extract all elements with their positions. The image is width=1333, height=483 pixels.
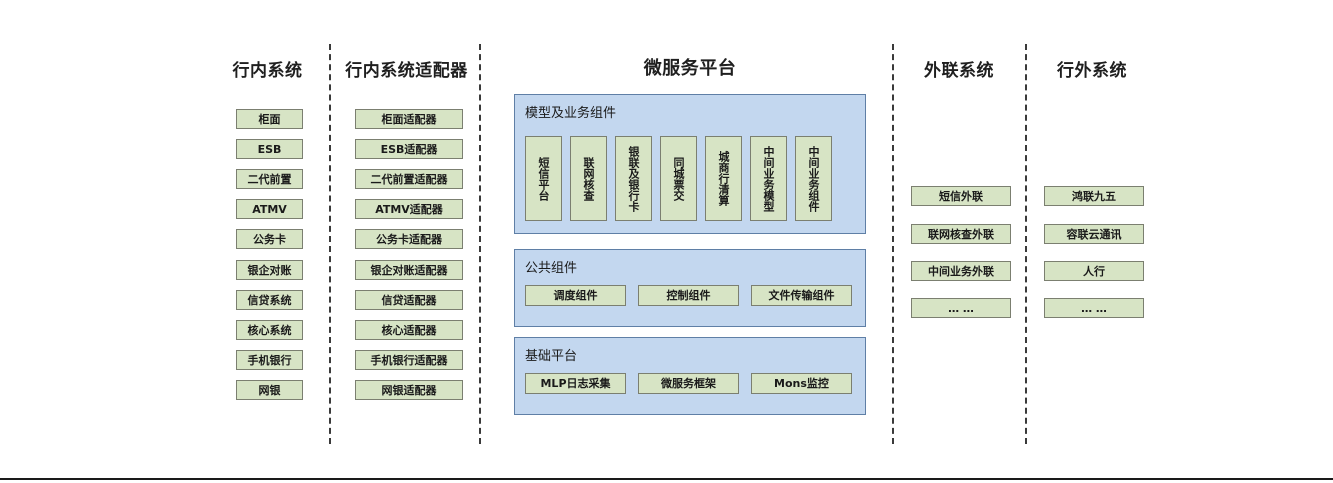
node-base-platform-component[interactable]: Mons监控: [751, 373, 852, 394]
column-title-outside-bank-systems: 行外系统: [1057, 61, 1127, 81]
node-inhouse-adapter[interactable]: 信贷适配器: [355, 290, 463, 310]
node-external-link-system[interactable]: 中间业务外联: [911, 261, 1011, 281]
divider-2: [479, 44, 481, 444]
node-inhouse-system[interactable]: 柜面: [236, 109, 303, 129]
node-outside-bank-system[interactable]: 鸿联九五: [1044, 186, 1144, 206]
node-external-link-system[interactable]: … …: [911, 298, 1011, 318]
node-inhouse-adapter[interactable]: 银企对账适配器: [355, 260, 463, 280]
node-inhouse-adapter[interactable]: 网银适配器: [355, 380, 463, 400]
node-model-business-component[interactable]: 银联及银行卡: [615, 136, 652, 221]
node-inhouse-adapter[interactable]: ATMV适配器: [355, 199, 463, 219]
node-inhouse-system[interactable]: ESB: [236, 139, 303, 159]
node-inhouse-system[interactable]: 二代前置: [236, 169, 303, 189]
node-inhouse-system[interactable]: 信贷系统: [236, 290, 303, 310]
node-inhouse-adapter[interactable]: 二代前置适配器: [355, 169, 463, 189]
node-outside-bank-system[interactable]: … …: [1044, 298, 1144, 318]
node-model-business-component[interactable]: 中间业务组件: [795, 136, 832, 221]
node-public-component[interactable]: 文件传输组件: [751, 285, 852, 306]
node-public-component[interactable]: 调度组件: [525, 285, 626, 306]
node-inhouse-system[interactable]: ATMV: [236, 199, 303, 219]
node-inhouse-adapter[interactable]: 柜面适配器: [355, 109, 463, 129]
node-model-business-component[interactable]: 中间业务模型: [750, 136, 787, 221]
bottom-rule: [0, 478, 1333, 480]
node-external-link-system[interactable]: 短信外联: [911, 186, 1011, 206]
divider-3: [892, 44, 894, 444]
divider-1: [329, 44, 331, 444]
column-title-inhouse-systems: 行内系统: [232, 61, 303, 81]
node-external-link-system[interactable]: 联网核查外联: [911, 224, 1011, 244]
node-inhouse-adapter[interactable]: 手机银行适配器: [355, 350, 463, 370]
node-model-business-component[interactable]: 短信平台: [525, 136, 562, 221]
node-inhouse-system[interactable]: 公务卡: [236, 229, 303, 249]
node-base-platform-component[interactable]: 微服务框架: [638, 373, 739, 394]
node-base-platform-component[interactable]: MLP日志采集: [525, 373, 626, 394]
column-title-inhouse-adapters: 行内系统适配器: [345, 61, 468, 81]
panel-title-public-components: 公共组件: [525, 261, 578, 276]
node-outside-bank-system[interactable]: 容联云通讯: [1044, 224, 1144, 244]
node-public-component[interactable]: 控制组件: [638, 285, 739, 306]
node-outside-bank-system[interactable]: 人行: [1044, 261, 1144, 281]
divider-4: [1025, 44, 1027, 444]
node-model-business-component[interactable]: 城商行清算: [705, 136, 742, 221]
panel-title-base-platform: 基础平台: [525, 349, 578, 364]
node-inhouse-system[interactable]: 银企对账: [236, 260, 303, 280]
node-model-business-component[interactable]: 联网核查: [570, 136, 607, 221]
column-title-microservice-platform: 微服务平台: [643, 58, 737, 79]
column-title-external-link-systems: 外联系统: [924, 61, 994, 81]
node-inhouse-adapter[interactable]: 核心适配器: [355, 320, 463, 340]
node-inhouse-adapter[interactable]: ESB适配器: [355, 139, 463, 159]
node-inhouse-system[interactable]: 网银: [236, 380, 303, 400]
panel-title-model-business-components: 模型及业务组件: [525, 106, 617, 121]
node-model-business-component[interactable]: 同城票交: [660, 136, 697, 221]
node-inhouse-system[interactable]: 核心系统: [236, 320, 303, 340]
node-inhouse-adapter[interactable]: 公务卡适配器: [355, 229, 463, 249]
node-inhouse-system[interactable]: 手机银行: [236, 350, 303, 370]
